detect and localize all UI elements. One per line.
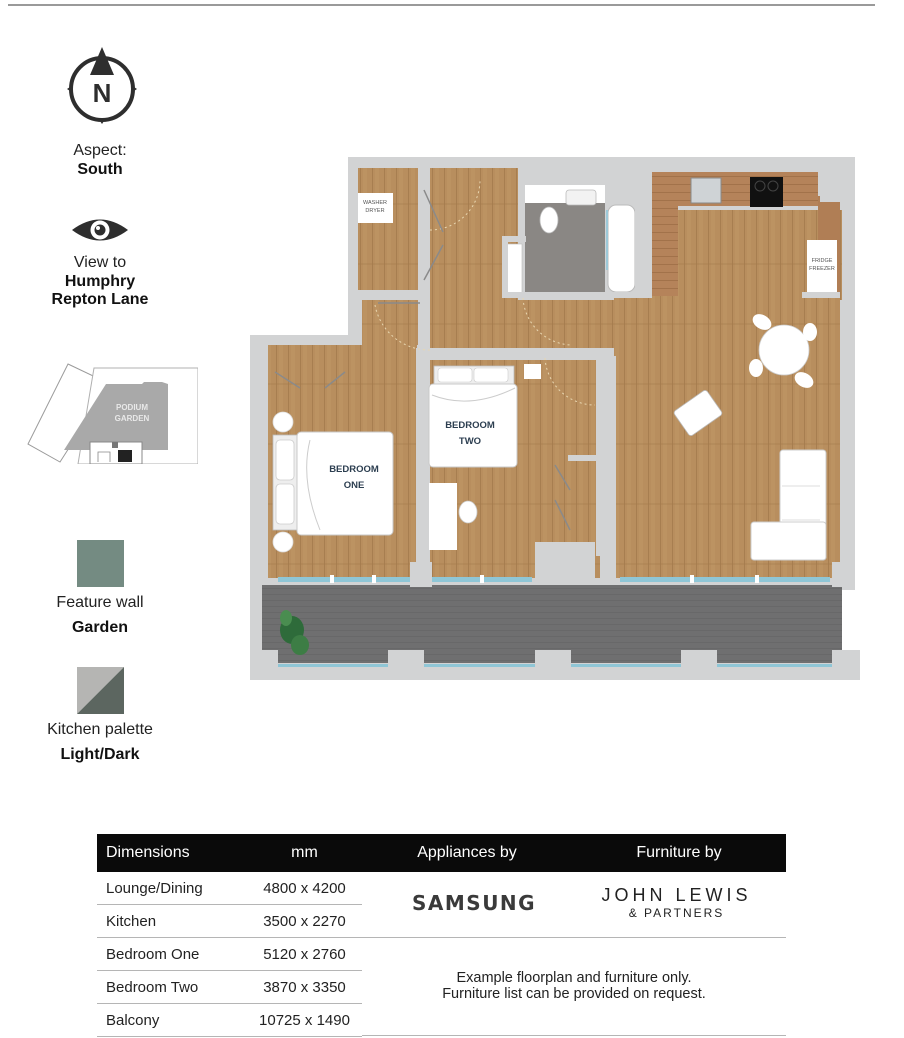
aspect-label: Aspect:	[73, 142, 127, 159]
view-value-line1: Humphry	[64, 273, 136, 290]
svg-text:GARDEN: GARDEN	[115, 414, 150, 423]
apartment-floorplan: WASHER DRYER FRIDGE FREEZER BEDROOM ONE	[250, 157, 860, 680]
svg-text:ONE: ONE	[344, 480, 365, 491]
kitchen-counter-side	[652, 172, 678, 296]
aspect-value: South	[77, 161, 123, 178]
feature-wall-label: Feature wall	[56, 594, 144, 611]
john-lewis-logo: JOHN LEWIS & PARTNERS	[584, 884, 769, 920]
dining-table	[758, 324, 810, 376]
feature-wall-legend: Feature wall Garden	[0, 593, 200, 637]
toilet	[539, 206, 559, 234]
bedside-table	[524, 364, 541, 379]
room-size: 10725 x 1490	[259, 1011, 350, 1029]
svg-text:DRYER: DRYER	[365, 208, 384, 214]
site-keyplan: PODIUM GARDEN	[27, 363, 198, 464]
table-row: Bedroom Two 3870 x 3350	[97, 971, 362, 1004]
dining-chair	[794, 372, 814, 388]
desk-chair	[458, 500, 478, 524]
bathtub	[607, 204, 636, 293]
svg-text:N: N	[93, 78, 112, 108]
desk	[429, 483, 457, 550]
room-size: 5120 x 2760	[263, 945, 346, 963]
dining-chair	[752, 314, 772, 330]
dining-chair	[749, 359, 763, 377]
bedroom-one-label: BEDROOM	[329, 464, 379, 475]
washer-dryer	[358, 193, 393, 223]
room-name: Kitchen	[106, 912, 157, 930]
table-row: Kitchen 3500 x 2270	[97, 905, 362, 938]
header-dimensions: Dimensions	[106, 844, 190, 861]
svg-text:WASHER: WASHER	[363, 200, 387, 206]
kitchen-palette-swatch	[77, 667, 124, 714]
kitchen-sink	[690, 177, 722, 204]
room-name: Bedroom One	[106, 945, 200, 963]
kitchen-counter	[652, 172, 818, 206]
specification-table: Dimensions mm Appliances by Furniture by…	[97, 834, 786, 1037]
john-lewis-main: JOHN LEWIS	[601, 885, 752, 905]
table-row: Bedroom One 5120 x 2760	[97, 938, 362, 971]
top-divider	[8, 4, 875, 6]
view-value-line2: Repton Lane	[51, 291, 149, 308]
svg-text:TWO: TWO	[459, 436, 481, 447]
eye-icon	[72, 219, 128, 241]
basin	[565, 189, 597, 206]
brand-logos: SAMSUNG JOHN LEWIS & PARTNERS	[362, 872, 786, 938]
fridge-freezer	[807, 240, 837, 292]
corner-sofa	[750, 449, 827, 561]
view-legend: View to Humphry Repton Lane	[0, 253, 200, 309]
header-appliances: Appliances by	[417, 844, 517, 861]
header-mm: mm	[291, 844, 318, 861]
bath-screen	[606, 210, 608, 270]
storage-cupboard	[505, 243, 523, 295]
bedside-table	[272, 411, 294, 433]
armchair	[673, 390, 723, 436]
room-name: Balcony	[106, 1011, 160, 1029]
feature-wall-value: Garden	[71, 619, 128, 636]
dining-chair	[803, 323, 817, 341]
interior-walls	[250, 157, 855, 680]
svg-text:FREEZER: FREEZER	[809, 266, 835, 272]
room-name: Lounge/Dining	[106, 879, 203, 897]
plant-icon	[280, 610, 309, 655]
room-size: 4800 x 4200	[263, 879, 346, 897]
kitchen-palette-label: Kitchen palette	[47, 721, 153, 738]
room-size: 3870 x 3350	[263, 978, 346, 996]
room-size: 3500 x 2270	[263, 912, 346, 930]
balcony-glass	[278, 664, 832, 667]
bedside-table	[272, 531, 294, 553]
bedroom-two-bed	[428, 365, 518, 468]
room-name: Bedroom Two	[106, 978, 199, 996]
john-lewis-sub: & PARTNERS	[628, 906, 725, 920]
kitchen-palette-value: Light/Dark	[60, 746, 140, 763]
north-compass-icon: N	[67, 47, 137, 124]
aspect-legend: Aspect: South	[0, 141, 200, 179]
bedroom-one-bed	[272, 431, 394, 536]
hall-lower-floor	[362, 300, 652, 348]
utility-floor	[358, 168, 418, 290]
disclaimer-text: Example floorplan and furniture only. Fu…	[362, 938, 786, 1036]
kitchen-palette-legend: Kitchen palette Light/Dark	[0, 720, 200, 764]
dimension-rows: Lounge/Dining 4800 x 4200 Kitchen 3500 x…	[97, 872, 362, 1037]
svg-text:PODIUM: PODIUM	[116, 403, 148, 412]
svg-text:FRIDGE: FRIDGE	[812, 258, 833, 264]
table-row: Balcony 10725 x 1490	[97, 1004, 362, 1037]
table-header: Dimensions mm Appliances by Furniture by	[97, 834, 786, 872]
table-row: Lounge/Dining 4800 x 4200	[97, 872, 362, 905]
disclaimer-line2: Furniture list can be provided on reques…	[442, 986, 706, 1002]
samsung-logo: SAMSUNG	[412, 891, 537, 915]
view-label: View to	[73, 254, 127, 271]
bathroom-floor	[525, 203, 605, 295]
feature-wall-swatch	[77, 540, 124, 587]
hob	[750, 177, 783, 207]
balcony-columns	[250, 562, 860, 680]
bedroom-two-label: BEDROOM	[445, 420, 495, 431]
disclaimer-line1: Example floorplan and furniture only.	[456, 970, 692, 986]
header-furniture: Furniture by	[636, 844, 722, 861]
